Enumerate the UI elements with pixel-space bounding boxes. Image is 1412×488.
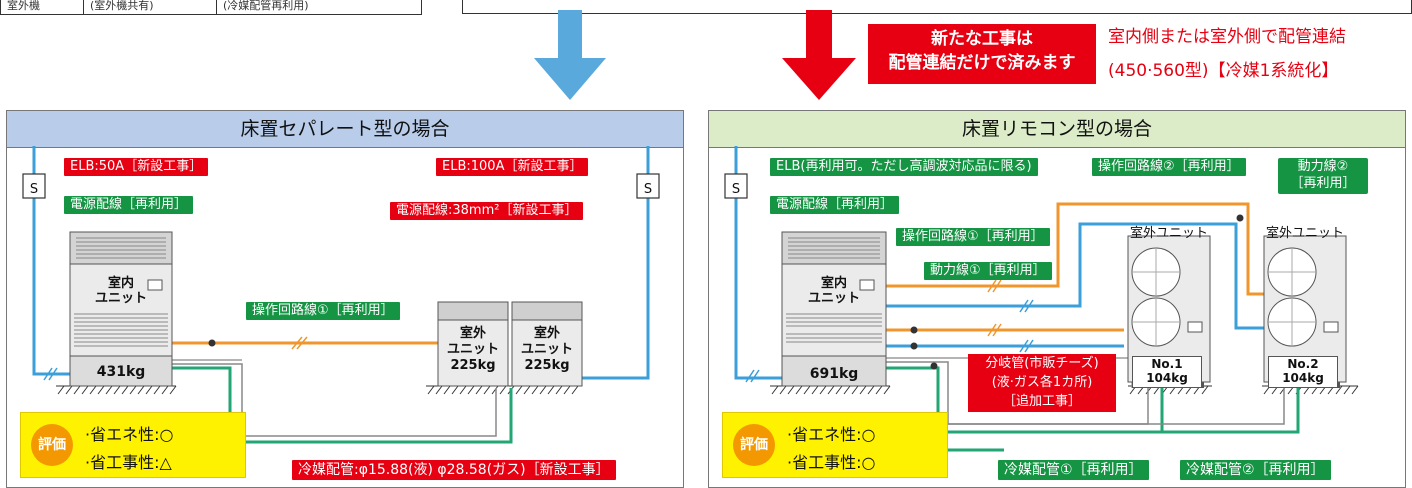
outdoor-unit-2 — [511, 301, 583, 387]
op-line-2 — [886, 202, 1264, 296]
refrigerant-pipe-2 — [1162, 388, 1300, 434]
right-outdoor-2-weight: 104kg — [1282, 371, 1324, 385]
outdoor-unit-1-line1: 室外 — [459, 326, 486, 341]
right-outdoor-1-title: 室外ユニット — [1129, 226, 1208, 241]
outdoor-unit-2-line1: 室外 — [533, 326, 560, 341]
right-panel-title: 床置リモコン型の場合 — [709, 111, 1405, 148]
outdoor-unit-1 — [437, 301, 509, 387]
label-op-line: 操作回路線①［再利用］ — [246, 302, 400, 320]
indoor-unit-weight: 431kg — [96, 364, 146, 380]
label-power-line-1: 動力線①［再利用］ — [924, 262, 1052, 280]
top-table-cell: 室外機 — [1, 0, 84, 14]
right-outdoor-1-no: No.1 — [1151, 357, 1183, 371]
indoor-unit-line2: ユニット — [94, 291, 147, 306]
switch-box-right — [636, 173, 660, 199]
power-line-2 — [886, 222, 1264, 330]
right-switch-symbol: S — [731, 182, 741, 197]
right-outdoor-1-plate: No.1 104kg — [1132, 356, 1202, 388]
switch-symbol-right: S — [643, 182, 653, 197]
eval-badge: 評価 — [733, 424, 775, 466]
label-refrigerant-2: 冷媒配管②［再利用］ — [1180, 460, 1331, 480]
left-evaluation: 評価 ·省エネ性:○ ·省工事性:△ — [20, 412, 246, 478]
label-power-line-2-a: 動力線② — [1297, 159, 1349, 174]
switch-box-left — [22, 173, 46, 199]
outdoor-unit-2-label: 室外 ユニット 225kg — [512, 326, 582, 374]
outdoor-unit-2-line2: ユニット — [520, 342, 573, 357]
switch-box — [724, 173, 748, 199]
top-table-cell: (室外機共有) — [84, 0, 217, 14]
label-branch-b: (液·ガス各1カ所) — [991, 375, 1093, 390]
new-work-box: 新たな工事は 配管連結だけで済みます — [868, 24, 1096, 84]
indoor-unit — [781, 231, 887, 387]
label-branch-a: 分岐管(市販チーズ) — [985, 356, 1099, 371]
label-branch-c: ［追加工事］ — [1002, 394, 1081, 409]
indoor-unit-label: 室内 ユニット — [70, 276, 172, 306]
indoor-unit-line1: 室内 — [107, 276, 134, 291]
new-work-line2: 配管連結だけで済みます — [888, 53, 1076, 73]
eval-badge: 評価 — [31, 424, 73, 466]
outdoor-unit-1-label: 室外 ユニット 225kg — [438, 326, 508, 374]
right-diagram — [724, 146, 1359, 452]
label-refrigerant: 冷媒配管:φ15.88(液) φ28.58(ガス)［新設工事］ — [292, 460, 616, 480]
label-power-line-2-b: ［再利用］ — [1290, 176, 1356, 191]
top-table-cell: (冷媒配管再利用) — [223, 0, 309, 12]
left-panel-title: 床置セパレート型の場合 — [7, 111, 683, 148]
new-work-line1: 新たな工事は — [931, 29, 1033, 49]
label-branch-pipe: 分岐管(市販チーズ) (液·ガス各1カ所) ［追加工事］ — [968, 354, 1116, 412]
right-outdoor-2-plate: No.2 104kg — [1268, 356, 1338, 388]
right-indoor-weight: 691kg — [809, 366, 859, 382]
switch-symbol-left: S — [29, 182, 39, 197]
right-indoor-line2: ユニット — [807, 291, 860, 306]
right-evaluation: 評価 ·省エネ性:○ ·省工事性:○ — [722, 412, 948, 478]
blue-down-arrow — [534, 10, 606, 100]
eval-construction: ·省工事性:○ — [787, 453, 876, 472]
connection-note-line2: (450·560型)【冷媒1系統化】 — [1108, 61, 1339, 81]
label-elb-right: ELB:100A［新設工事］ — [436, 158, 589, 176]
left-diagram — [22, 146, 660, 444]
label-refrigerant-1: 冷媒配管①［再利用］ — [998, 460, 1149, 480]
indoor-unit — [69, 231, 173, 387]
label-elb: ELB(再利用可。ただし高調波対応品に限る) — [770, 158, 1038, 176]
label-op-line-1: 操作回路線①［再利用］ — [896, 228, 1050, 246]
right-outdoor-2-no: No.2 — [1287, 357, 1319, 371]
label-elb-left: ELB:50A［新設工事］ — [64, 158, 209, 176]
label-power-right: 電源配線:38mm²［新設工事］ — [390, 202, 584, 220]
right-indoor-line1: 室内 — [820, 276, 847, 291]
eval-construction: ·省工事性:△ — [85, 453, 172, 472]
label-power-line-2: 動力線② ［再利用］ — [1278, 158, 1368, 194]
eval-energy: ·省エネ性:○ — [85, 425, 174, 444]
right-outdoor-2-title: 室外ユニット — [1265, 226, 1344, 241]
label-op-line-2: 操作回路線②［再利用］ — [1092, 158, 1246, 176]
outdoor-unit-1-line2: ユニット — [446, 342, 499, 357]
right-outdoor-1-weight: 104kg — [1146, 371, 1188, 385]
eval-energy: ·省エネ性:○ — [787, 425, 876, 444]
label-power-left: 電源配線［再利用］ — [64, 196, 194, 214]
outdoor-unit-2-weight: 225kg — [524, 358, 570, 373]
right-indoor-label: 室内 ユニット — [782, 276, 886, 306]
top-table: 室外機 (室外機共有) (冷媒配管再利用) — [0, 0, 422, 15]
flow-arrows — [534, 10, 856, 100]
red-down-arrow — [782, 10, 856, 100]
outdoor-unit-1-weight: 225kg — [450, 358, 496, 373]
connection-note-line1: 室内側または室外側で配管連結 — [1108, 27, 1346, 47]
label-power: 電源配線［再利用］ — [770, 196, 900, 214]
